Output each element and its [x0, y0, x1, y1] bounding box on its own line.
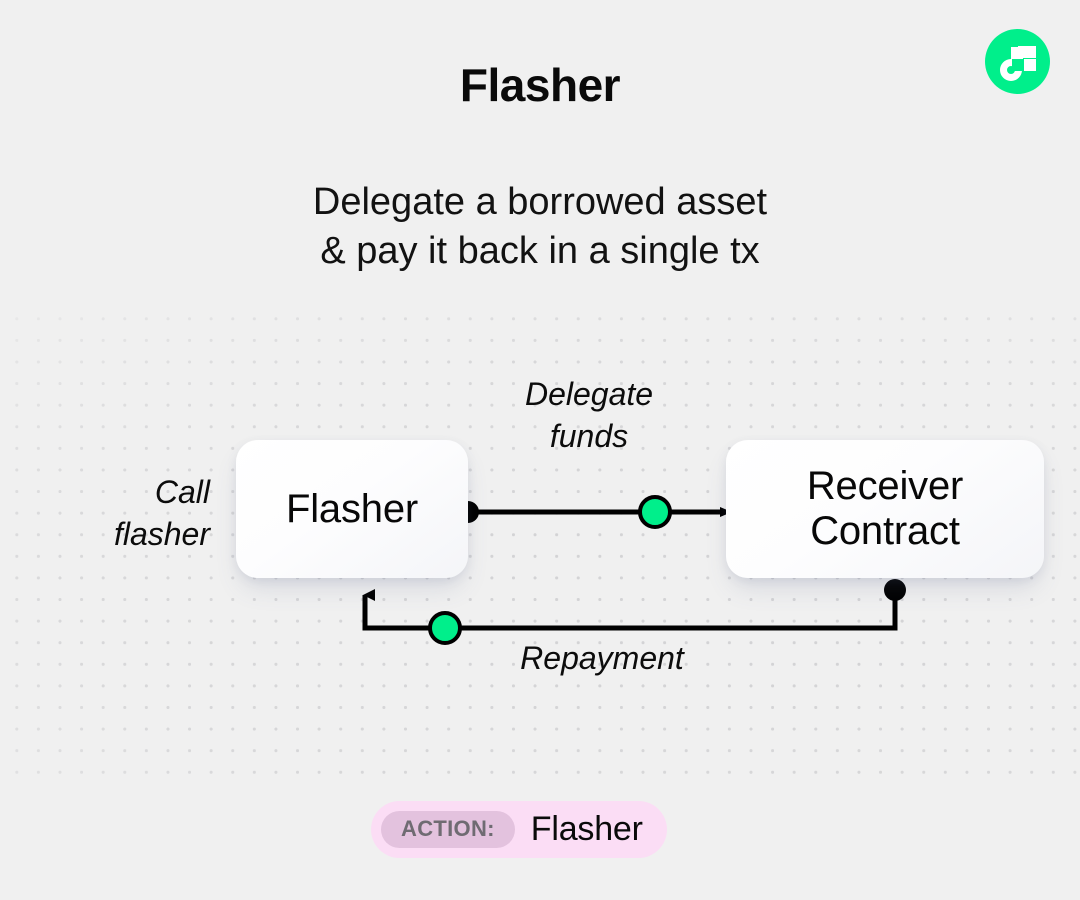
token-dot-delegate [638, 495, 672, 529]
edge-label-call-flasher: Call flasher [113, 474, 210, 552]
diagram-connectors [362, 495, 906, 645]
edge-source-dot [884, 579, 906, 601]
flow-logo-icon [985, 29, 1050, 94]
node-flasher-label: Flasher [286, 486, 418, 531]
page-subtitle: Delegate a borrowed asset & pay it back … [312, 181, 768, 273]
edge-repayment [362, 579, 906, 645]
edge-label-repayment: Repayment [520, 640, 684, 676]
edge-delegate-funds [457, 495, 732, 529]
action-badge[interactable]: ACTION: Flasher [371, 801, 667, 858]
node-receiver-contract[interactable]: Receiver Contract [726, 440, 1044, 578]
token-dot-repayment [428, 611, 462, 645]
node-receiver-contract-label: Receiver Contract [806, 464, 964, 553]
action-badge-value: Flasher [530, 810, 643, 848]
action-badge-tag: ACTION: [381, 811, 515, 848]
edge-label-delegate-funds: Delegate funds [524, 376, 654, 454]
page-title: Flasher [459, 59, 621, 111]
flow-diagram: Flasher Receiver Contract Call flasher D… [0, 300, 1080, 790]
node-flasher[interactable]: Flasher [236, 440, 468, 578]
